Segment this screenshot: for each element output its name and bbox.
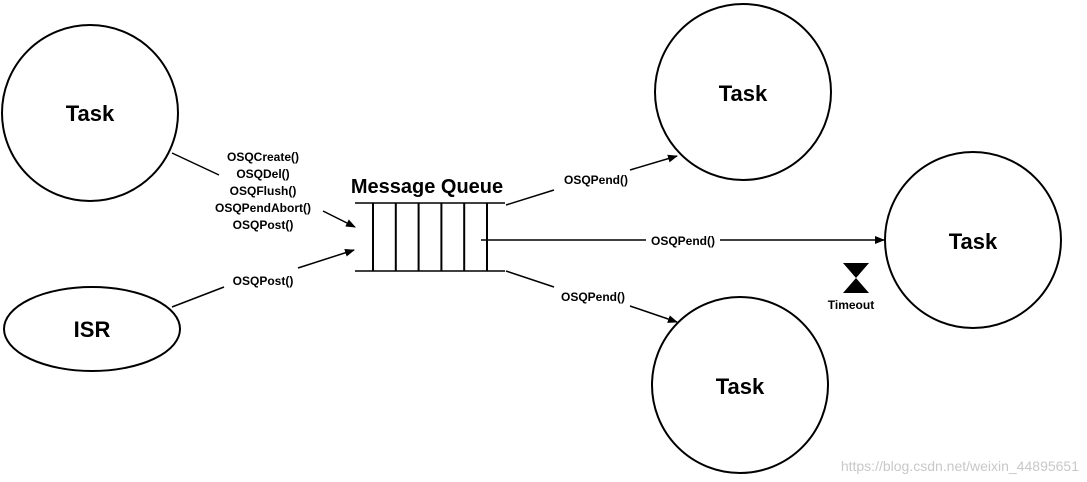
pend-middle-label: OSQPend() <box>651 234 715 248</box>
pend-top-connector <box>505 189 555 206</box>
hourglass-icon <box>843 263 869 293</box>
pend-bottom-arrow <box>629 305 678 323</box>
isr-call-osqpost: OSQPost() <box>233 274 294 288</box>
message-queue-title: Message Queue <box>351 176 503 198</box>
isr-label: ISR <box>74 317 111 342</box>
task-left-connector <box>171 152 220 176</box>
isr-ellipse <box>3 286 181 372</box>
timeout-label: Timeout <box>828 298 874 312</box>
task-bottom-right-node: Task <box>651 296 829 474</box>
task-call-osqcreate: OSQCreate() <box>227 150 299 164</box>
task-left-label: Task <box>66 101 115 126</box>
task-to-queue-arrow <box>322 210 356 228</box>
pend-bottom-connector <box>505 270 555 288</box>
task-bottom-right-label: Task <box>716 374 765 399</box>
task-call-list: OSQCreate() OSQDel() OSQFlush() OSQPendA… <box>215 150 311 232</box>
task-call-osqdel: OSQDel() <box>236 167 289 181</box>
pend-bottom-label: OSQPend() <box>561 290 625 304</box>
task-call-osqpendabort: OSQPendAbort() <box>215 201 311 215</box>
task-top-right-circle <box>654 3 832 181</box>
isr-connector <box>171 286 225 308</box>
task-bottom-right-circle <box>651 296 829 474</box>
watermark-text: https://blog.csdn.net/weixin_44895651 <box>841 458 1079 474</box>
pend-top-arrow <box>629 154 678 171</box>
task-call-osqflush: OSQFlush() <box>230 184 297 198</box>
task-right-label: Task <box>949 229 998 254</box>
task-right-node: Task <box>884 151 1062 329</box>
queue-slots <box>372 203 488 271</box>
task-left-node: Task <box>1 24 179 202</box>
pend-top-label: OSQPend() <box>564 173 628 187</box>
timeout-indicator: Timeout <box>828 263 874 312</box>
task-top-right-label: Task <box>719 81 768 106</box>
isr-to-queue-arrow <box>297 248 355 269</box>
task-right-circle <box>884 151 1062 329</box>
task-call-osqpost: OSQPost() <box>233 218 294 232</box>
isr-node: ISR <box>3 286 181 372</box>
message-queue: Message Queue <box>351 176 505 272</box>
task-top-right-node: Task <box>654 3 832 181</box>
task-left-circle <box>1 24 179 202</box>
